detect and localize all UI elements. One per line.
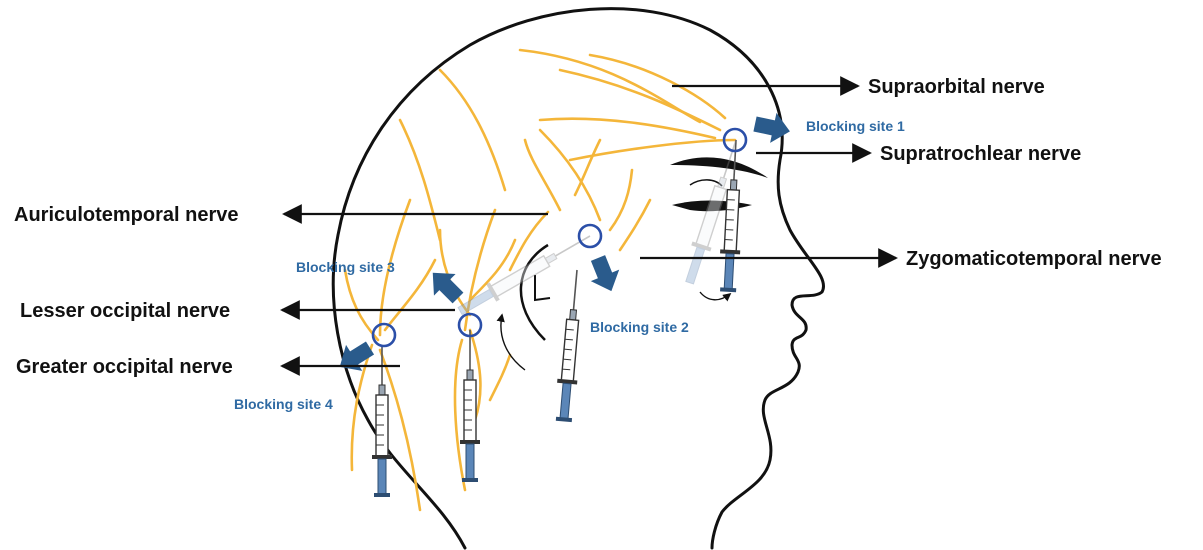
blocking-site-1-arrow (752, 109, 793, 146)
greater-occipital-label: Greater occipital nerve (16, 356, 233, 378)
blocking-site-4-ring (373, 324, 395, 346)
lesser-occipital-label: Lesser occipital nerve (20, 300, 230, 322)
blocking-site-2-label: Blocking site 2 (590, 319, 689, 335)
syringe-site-4 (372, 345, 392, 497)
supratrochlear-label: Supratrochlear nerve (880, 143, 1081, 165)
head-outline (333, 9, 823, 548)
blocking-site-2-arrow (584, 252, 626, 297)
blocking-site-4-label: Blocking site 4 (234, 396, 333, 412)
auriculotemporal-label: Auriculotemporal nerve (14, 204, 239, 226)
supraorbital-label: Supraorbital nerve (868, 76, 1045, 98)
blocking-site-3-label: Blocking site 3 (296, 259, 395, 275)
nerve-branches (345, 50, 735, 510)
blocking-site-1-label: Blocking site 1 (806, 118, 905, 134)
zygomaticotemporal-label: Zygomaticotemporal nerve (906, 248, 1162, 270)
